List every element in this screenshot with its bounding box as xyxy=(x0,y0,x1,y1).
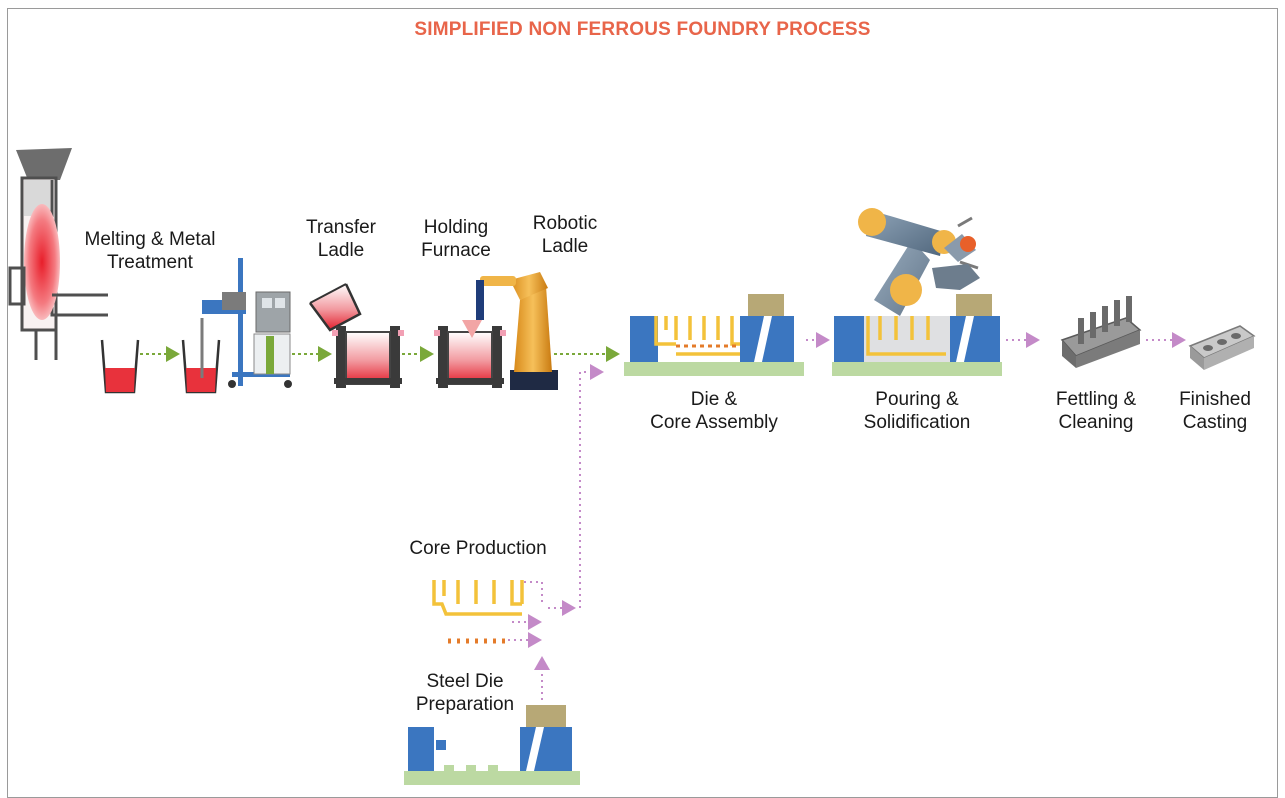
fettling-label: Fettling &Cleaning xyxy=(1055,389,1137,433)
crucible-icon xyxy=(100,339,140,394)
engine-block-finished-icon xyxy=(1188,325,1256,370)
melting-furnace-icon xyxy=(8,148,108,360)
die-core-assembly-label: Die &Core Assembly xyxy=(650,389,778,433)
transfer-ladle-icon xyxy=(308,283,404,388)
flow-arrow xyxy=(524,581,543,606)
diagram-title: SIMPLIFIED NON FERROUS FOUNDRY PROCESS xyxy=(414,19,871,40)
treated-crucible-icon xyxy=(181,318,221,394)
steel-die-icon xyxy=(404,705,580,785)
flow-arrow xyxy=(579,364,604,608)
die-flow-arrows xyxy=(508,332,1186,700)
core-production-label: Core Production xyxy=(409,538,547,559)
degassing-machine-icon xyxy=(202,258,292,388)
die-core-assembly-icon xyxy=(624,294,804,376)
pouring-label: Pouring &Solidification xyxy=(863,389,971,433)
core-icon xyxy=(432,580,524,644)
holding-furnace-icon xyxy=(434,326,506,388)
pouring-robot-icon xyxy=(832,208,1002,376)
robotic-ladle-icon xyxy=(462,272,558,390)
engine-block-raw-icon xyxy=(1060,296,1142,368)
